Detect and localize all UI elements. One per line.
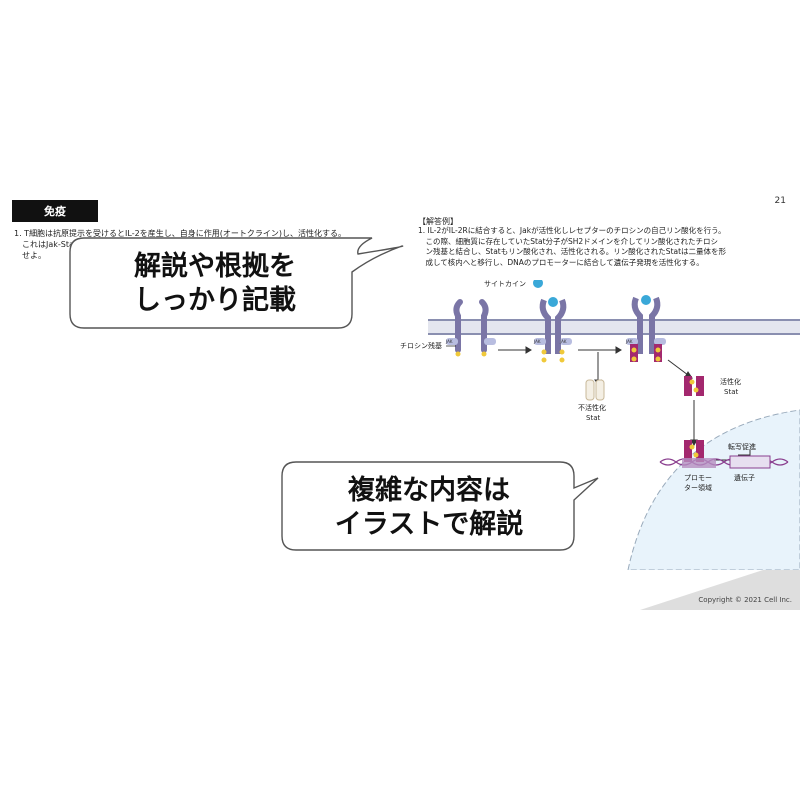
receptor-bound <box>534 297 572 363</box>
inactive-stat-label-1: 不活性化 <box>578 403 606 412</box>
answer-line: 成して核内へと移行し、DNAのプロモーターに結合して遺伝子発現を活性化する。 <box>418 257 704 267</box>
promoter-label-2: ター領域 <box>684 483 712 492</box>
callout-bottom-line2: イラストで解説 <box>334 509 524 540</box>
question-line: せよ。 <box>14 251 46 260</box>
promoter-box <box>682 458 716 468</box>
transcription-label: 転写促進 <box>728 442 756 451</box>
jak-label: JAK <box>625 339 633 344</box>
copyright: Copyright © 2021 Cell Inc. <box>698 596 792 604</box>
callout-top-line1: 解説や根拠を <box>134 251 296 282</box>
callout-top-line2: しっかり記載 <box>134 285 296 316</box>
active-stat-dimer <box>684 376 704 396</box>
inactive-stat <box>585 379 605 401</box>
active-stat-label-2: Stat <box>724 388 738 396</box>
cytokine-label: サイトカイン <box>484 280 526 288</box>
jak-label: JAK <box>445 339 453 344</box>
answer-line: ン残基と結合し、Statもリン酸化され、活性化される。リン酸化されたStatは二… <box>418 247 727 256</box>
answer-line: 1. IL-2がIL-2Rに結合すると、Jakが活性化しレセプターのチロシンの自… <box>418 226 726 235</box>
jak-label: JAK <box>559 339 567 344</box>
question-line: 1. T細胞は抗原提示を受けるとIL-2を産生し、自身に作用(オートクライン)し… <box>14 229 346 238</box>
callout-top-text: 解説や根拠を しっかり記載 <box>80 250 350 318</box>
active-stat-label-1: 活性化 <box>720 377 741 386</box>
cell-membrane <box>428 320 800 334</box>
question-line: これはJak-Stat経路を介していると考えられている。この経路について図を用い… <box>14 240 333 249</box>
promoter-label-1: プロモー <box>684 474 712 482</box>
callout-bottom-text: 複雑な内容は イラストで解説 <box>290 474 568 542</box>
receptor-unbound <box>446 299 496 357</box>
receptor-stat-bound <box>626 295 666 362</box>
jak-stat-diagram: サイトカイン JAK JAK <box>400 280 800 570</box>
page-number: 21 <box>774 196 786 206</box>
answer-text: 1. IL-2がIL-2Rに結合すると、Jakが活性化しレセプターのチロシンの自… <box>418 226 790 268</box>
inactive-stat-label-2: Stat <box>586 414 600 422</box>
callout-bottom-line1: 複雑な内容は <box>348 475 510 506</box>
section-tag: 免疫 <box>12 200 98 222</box>
tyrosine-label: チロシン残基 <box>400 341 442 350</box>
cytokine-molecule <box>533 280 543 288</box>
gene-label: 遺伝子 <box>734 473 755 482</box>
jak-label: JAK <box>533 339 541 344</box>
answer-line: この際、細胞質に存在していたStat分子がSH2ドメインを介してリン酸化されたチ… <box>418 236 718 246</box>
gene-box <box>729 455 771 469</box>
answer-heading: 【解答例】 <box>418 217 458 226</box>
nucleus-region <box>627 409 800 570</box>
stat-on-dna <box>684 440 704 462</box>
